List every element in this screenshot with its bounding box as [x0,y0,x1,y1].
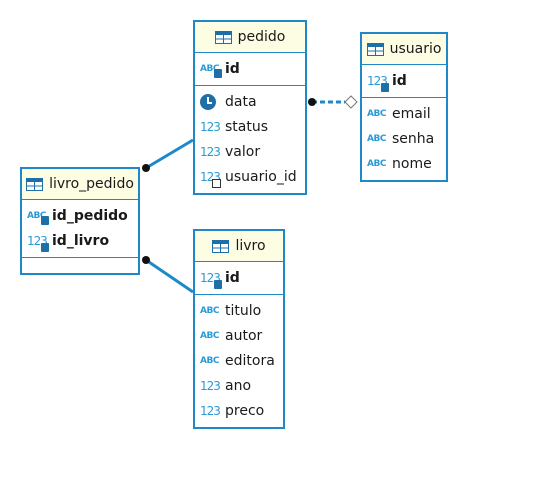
table-icon [212,239,230,253]
column-name: data [225,93,257,110]
column-name: autor [225,327,263,344]
column-name: senha [392,130,435,147]
column-name: id_pedido [52,207,128,224]
numeric-type-icon: 123 [200,170,221,188]
entity-header[interactable]: pedido [195,22,305,53]
column-row[interactable]: 123 preco [195,398,283,423]
entity-title: livro_pedido [49,176,134,192]
column-name: id [225,269,240,286]
column-name: editora [225,352,275,369]
numeric-type-icon: 123 [200,403,221,418]
entity-header[interactable]: livro [195,231,283,262]
column-name: status [225,118,269,135]
key-icon [381,82,389,92]
entity-header[interactable]: usuario [362,34,446,65]
table-icon [26,177,44,191]
numeric-type-icon: 123 [27,234,49,252]
clock-icon [200,93,216,110]
numeric-type-icon: 123 [200,119,221,134]
numeric-type-icon: 123 [200,271,222,289]
column-row[interactable]: ABC nome [362,151,446,176]
columns-section [22,258,138,273]
numeric-type-icon: 123 [367,74,389,92]
entity-title: livro [235,238,266,254]
column-name: titulo [225,302,262,319]
numeric-type-icon: 123 [200,144,221,159]
column-name: ano [225,377,252,394]
key-icon [41,242,49,252]
column-name: email [392,105,431,122]
column-name: id [225,60,240,77]
table-icon [214,30,232,44]
string-type-icon: ABC [27,211,49,225]
key-icon [214,279,222,289]
numeric-type-icon: 123 [200,378,221,393]
rel-pedido-usuario [308,95,358,109]
column-row[interactable]: ABC senha [362,126,446,151]
column-row[interactable]: ABC titulo [195,298,283,323]
column-row[interactable]: 123 valor [195,139,305,164]
column-name: nome [392,155,432,172]
string-type-icon: ABC [200,330,219,341]
column-name: valor [225,143,261,160]
string-type-icon: ABC [200,305,219,316]
column-row[interactable]: ABC editora [195,348,283,373]
string-type-icon: ABC [367,158,386,169]
rel-livro_pedido-livro [142,256,194,294]
key-icon [41,215,49,225]
string-type-icon: ABC [200,64,222,78]
foreign-key-icon [212,178,221,188]
string-type-icon: ABC [367,133,386,144]
column-name: preco [225,402,265,419]
column-name: id [392,72,407,89]
string-type-icon: ABC [367,108,386,119]
table-icon [366,42,384,56]
rel-livro_pedido-pedido [142,138,194,172]
key-icon [214,68,222,78]
column-row[interactable]: ABC autor [195,323,283,348]
column-row[interactable]: 123 status [195,114,305,139]
entity-header[interactable]: livro_pedido [22,169,138,200]
string-type-icon: ABC [200,355,219,366]
column-row[interactable]: 123 ano [195,373,283,398]
column-name: id_livro [52,232,110,249]
entity-title: usuario [389,41,442,57]
column-row[interactable]: data [195,89,305,114]
entity-title: pedido [237,29,286,45]
column-row[interactable]: ABC email [362,101,446,126]
column-name: usuario_id [225,168,297,185]
